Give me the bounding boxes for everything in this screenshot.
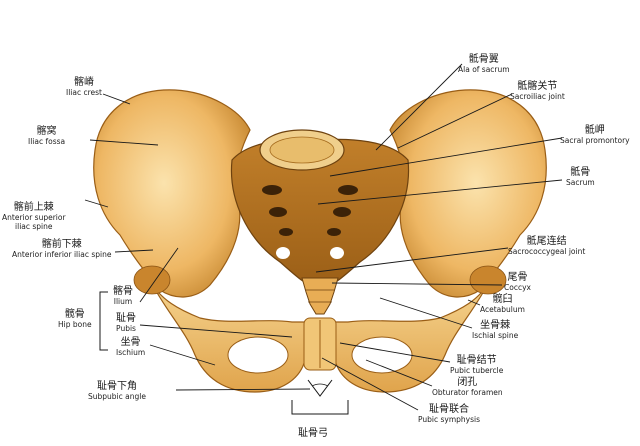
right-ilium bbox=[389, 89, 547, 298]
right-lower-hipbone bbox=[334, 279, 491, 393]
left-obturator-foramen bbox=[227, 336, 289, 374]
subpubic-angle-marker bbox=[307, 379, 333, 397]
pubic-arch-bracket bbox=[291, 400, 349, 415]
hip-bone-bracket bbox=[99, 291, 108, 351]
right-obturator-foramen bbox=[351, 336, 413, 374]
sacral-foramina bbox=[262, 185, 358, 236]
leader-lines bbox=[84, 63, 563, 411]
left-ilium bbox=[93, 89, 251, 298]
label-pubic-arch: 耻骨弓 bbox=[298, 428, 328, 439]
